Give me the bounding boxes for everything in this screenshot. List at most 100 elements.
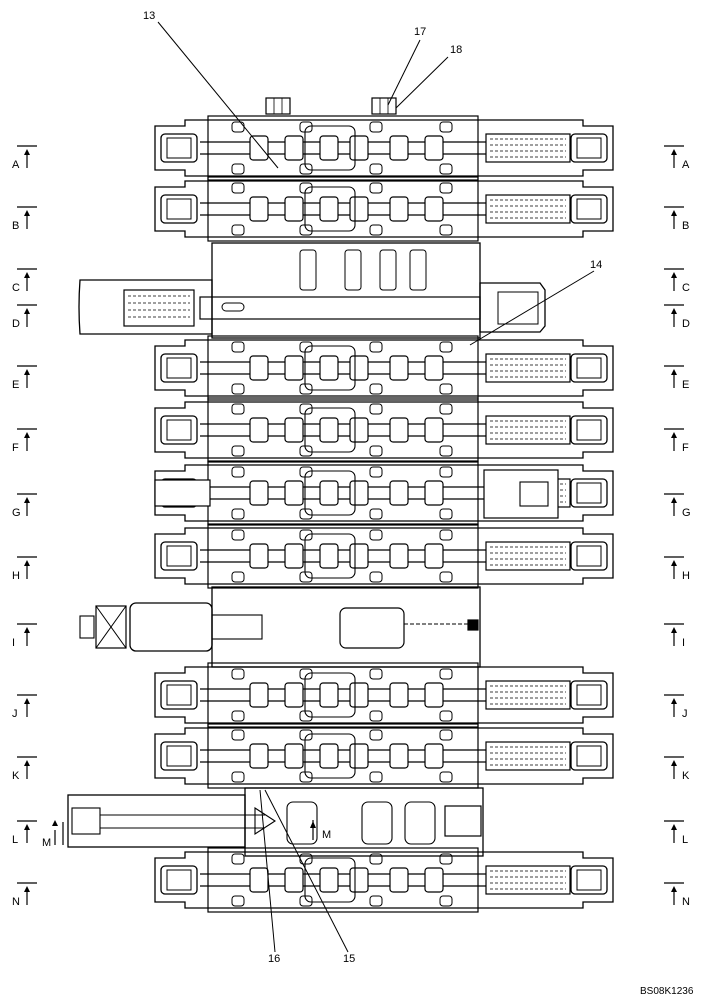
section-label-f-right: F [682, 442, 689, 454]
section-housing [154, 339, 614, 397]
section-marker-j-left: J [12, 694, 37, 720]
right-cap [570, 133, 608, 163]
valve-body [67, 97, 614, 913]
port-bottom [369, 895, 383, 907]
section-marker-d-right: D [664, 304, 690, 330]
section-label-k-right: K [682, 770, 690, 782]
section-label-b-right: B [682, 220, 689, 232]
l-right-plug [444, 805, 482, 837]
port-top [299, 729, 313, 741]
right-cap [570, 478, 608, 508]
section-housing [154, 464, 614, 522]
port-bottom [299, 895, 313, 907]
section-marker-h-left: H [12, 556, 37, 582]
section-marker-k-right: K [664, 756, 690, 782]
spool-land [389, 743, 409, 769]
section-marker-f-right: F [664, 428, 689, 454]
spool-land [424, 196, 444, 222]
spring-housing [485, 680, 571, 710]
section-body [207, 523, 479, 589]
port-bottom [231, 445, 245, 457]
port-top [231, 466, 245, 478]
right-cap [570, 415, 608, 445]
center-valve [304, 407, 356, 453]
slot [221, 302, 245, 312]
section-label-h-right: H [682, 570, 690, 582]
spool-land [249, 682, 269, 708]
leader-line-3 [395, 56, 449, 109]
spool-land [249, 417, 269, 443]
section-marker-e-left: E [12, 365, 37, 391]
section-label-j-right: J [682, 708, 688, 720]
port-top [299, 121, 313, 133]
section-housing [154, 119, 614, 177]
port-top [439, 529, 453, 541]
spring-housing [485, 194, 571, 224]
section-label-l-left: L [12, 834, 18, 846]
left-cap [160, 741, 198, 771]
center-valve [304, 345, 356, 391]
port-top [369, 853, 383, 865]
spool-land [249, 355, 269, 381]
section-housing [154, 401, 614, 459]
left-cap [160, 680, 198, 710]
center-valve [304, 857, 356, 903]
spool-land [424, 543, 444, 569]
port-bottom [299, 224, 313, 236]
right-cap-inner [497, 291, 539, 325]
section-body [207, 115, 479, 181]
spring-housing [485, 865, 571, 895]
port-top [299, 341, 313, 353]
section-marker-l-right: L [664, 820, 688, 846]
section-marker-b-left: B [12, 206, 37, 232]
left-cap-inner [166, 545, 192, 567]
right-cap-inner [576, 684, 602, 706]
port-bottom [369, 571, 383, 583]
slot-vertical [299, 249, 317, 291]
port-top [231, 853, 245, 865]
valve-section-l [67, 787, 484, 857]
port-top [231, 341, 245, 353]
section-marker-a-left: A [12, 145, 37, 171]
port-top [231, 529, 245, 541]
port-top [231, 403, 245, 415]
section-body [207, 335, 479, 401]
center-valve [304, 733, 356, 779]
right-cap-inner [576, 545, 602, 567]
spool-land [284, 543, 304, 569]
section-marker-i-right: I [664, 623, 685, 649]
callout-15: 15 [343, 953, 355, 965]
spool-land [389, 417, 409, 443]
section-label-i-left: I [12, 637, 15, 649]
solenoid-body [129, 602, 213, 652]
leader-line-2 [387, 39, 421, 106]
section-label-i-right: I [682, 637, 685, 649]
port-bottom [439, 571, 453, 583]
spool-land [284, 135, 304, 161]
leader-line-6 [264, 789, 349, 953]
port-top [299, 466, 313, 478]
spring-housing [485, 133, 571, 163]
spool-land [284, 867, 304, 893]
spool-land [249, 867, 269, 893]
block-cd [211, 242, 481, 339]
section-label-l-right: L [682, 834, 688, 846]
left-cap-inner [166, 684, 192, 706]
port-top [439, 182, 453, 194]
right-cap [570, 865, 608, 895]
top-bolt-1 [265, 97, 291, 115]
spool-land [284, 743, 304, 769]
slot-vertical [409, 249, 427, 291]
port-bottom [439, 224, 453, 236]
section-body [207, 847, 479, 913]
spool-land [389, 867, 409, 893]
cavity [361, 801, 393, 845]
right-cap [570, 541, 608, 571]
section-label-a-left: A [12, 159, 20, 171]
section-label-h-left: H [12, 570, 20, 582]
spool-land [319, 682, 339, 708]
port-top [299, 182, 313, 194]
section-housing [154, 851, 614, 909]
spool-land [389, 480, 409, 506]
section-label-m-center: M [322, 829, 331, 841]
